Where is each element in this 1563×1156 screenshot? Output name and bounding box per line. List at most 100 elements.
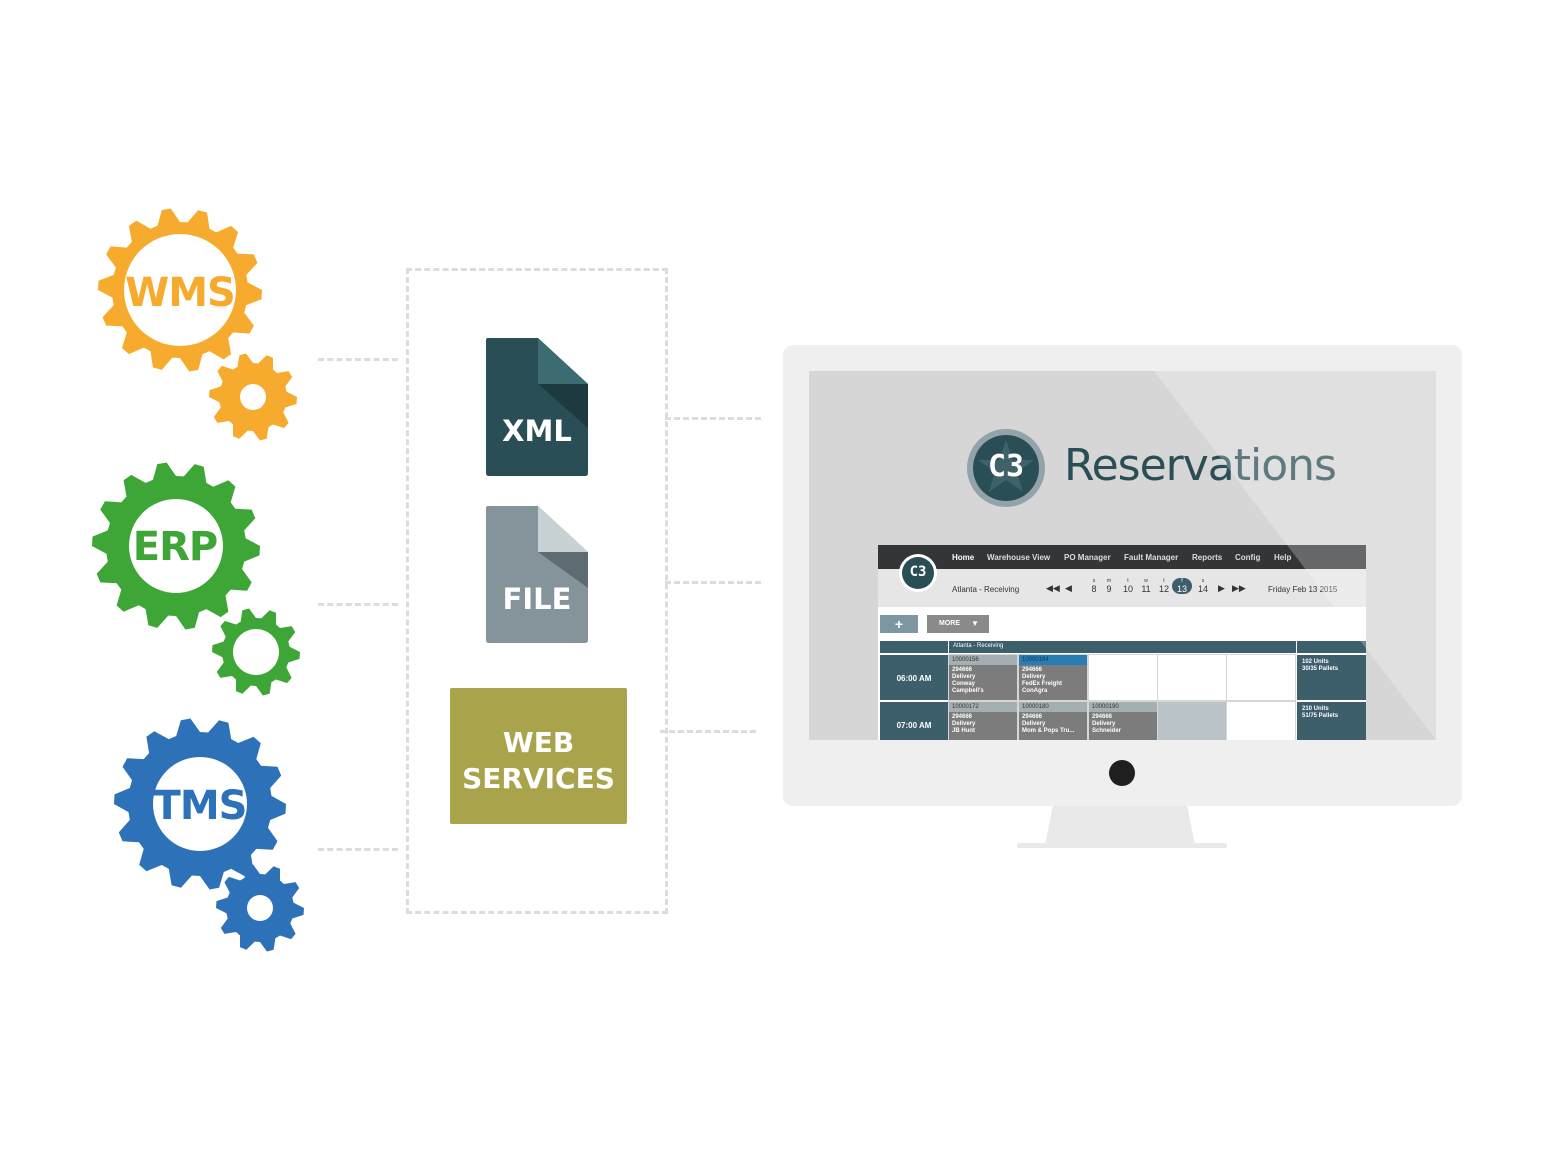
day-letter: w [1144, 578, 1148, 584]
appointment-line: Conway [952, 681, 976, 687]
web-services-label-line1: WEB [502, 726, 575, 759]
more-button-label: MORE [939, 620, 960, 627]
nav-fault-manager[interactable]: Fault Manager [1124, 553, 1179, 562]
appointment-line: ConAgra [1022, 688, 1048, 694]
nav-help[interactable]: Help [1274, 553, 1292, 562]
summary-line: 102 Units [1302, 659, 1329, 665]
wms-gear-icon [98, 208, 262, 372]
appointment-id: 10000172 [949, 702, 1017, 712]
next-day-icon[interactable]: ▶ [1218, 583, 1225, 593]
nav-reports[interactable]: Reports [1192, 553, 1223, 562]
file-label: FILE [502, 582, 572, 616]
add-button[interactable]: + [880, 615, 918, 633]
appointment-line: 294666 [1022, 667, 1043, 673]
app-location: Atlanta - Receiving [952, 585, 1020, 594]
day-letter: s [1201, 578, 1205, 584]
grid-title: Atlanta - Receiving [953, 643, 1004, 649]
connector-xml [665, 417, 761, 420]
more-button[interactable]: MORE ▼ [927, 615, 989, 633]
next-week-icon[interactable]: ▶▶ [1232, 583, 1246, 593]
wms-label: WMS [125, 270, 236, 316]
day-letter: m [1106, 578, 1112, 584]
appointment-line: Delivery [1022, 674, 1046, 680]
appointment-id: 10000180 [1019, 702, 1087, 712]
nav-warehouse-view[interactable]: Warehouse View [987, 553, 1051, 562]
web-services-label-line2: SERVICES [462, 762, 615, 795]
appointment-line: Schneider [1092, 728, 1122, 734]
wms-small-gear-icon [209, 353, 297, 441]
appointment-line: Mom & Pops Tru... [1022, 728, 1075, 734]
slot-cell[interactable] [1226, 701, 1296, 740]
xml-label: XML [502, 414, 572, 448]
erp-small-gear-icon [212, 608, 300, 696]
erp-gear-icon [92, 462, 260, 630]
appointment-line: Campbell's [952, 688, 984, 694]
day-number: 11 [1141, 584, 1151, 594]
tms-label: TMS [153, 783, 248, 829]
connector-tms [318, 848, 398, 851]
slot-cell[interactable] [1088, 654, 1158, 701]
grid-header: Atlanta - Receiving [949, 641, 1296, 653]
prev-week-icon[interactable]: ◀◀ [1046, 583, 1060, 593]
day-letter: t [1163, 578, 1165, 584]
chevron-down-icon: ▼ [971, 619, 979, 628]
nav-config[interactable]: Config [1235, 553, 1261, 562]
day-number: 14 [1197, 584, 1208, 594]
grid-header-right [1297, 641, 1366, 653]
slot-cell[interactable] [1157, 654, 1227, 701]
summary-line: 210 Units [1302, 706, 1329, 712]
connector-web [660, 730, 756, 733]
appointment-line: 294666 [1092, 714, 1113, 720]
prev-day-icon[interactable]: ◀ [1065, 583, 1072, 593]
add-button-label: + [894, 616, 904, 632]
appointment-line: Delivery [1022, 721, 1046, 727]
nav-home[interactable]: Home [952, 553, 975, 562]
erp-label: ERP [132, 524, 218, 570]
appointment-line: JB Hunt [952, 728, 975, 734]
day-number: 8 [1091, 584, 1097, 594]
connector-file [665, 581, 761, 584]
app-logo-text: C3 [909, 564, 927, 580]
connector-wms [318, 358, 398, 361]
time-label: 07:00 AM [896, 721, 932, 730]
appointment-line: 294666 [952, 714, 973, 720]
day-number: 9 [1106, 584, 1112, 594]
appointment-id: 10000184 [1019, 655, 1087, 665]
formats-dashed-box [406, 268, 668, 914]
app-nav-bar: Home Warehouse View PO Manager Fault Man… [878, 545, 1366, 569]
day-number: 10 [1122, 584, 1133, 594]
day-letter: t [1127, 578, 1129, 584]
file-file-icon [486, 506, 588, 643]
time-label: 06:00 AM [896, 674, 932, 683]
c3-logo-icon [967, 429, 1045, 507]
slot-cell[interactable] [1226, 654, 1296, 701]
gears-graphic [92, 208, 304, 952]
appointment-line: Delivery [952, 674, 976, 680]
appointment-line: Delivery [1092, 721, 1116, 727]
screen-glare [1154, 371, 1436, 740]
slot-cell[interactable] [1157, 701, 1227, 740]
app-screenshot: Home Warehouse View PO Manager Fault Man… [878, 545, 1366, 740]
appointment-id: 10000190 [1089, 702, 1157, 712]
nav-po-manager[interactable]: PO Manager [1064, 553, 1111, 562]
